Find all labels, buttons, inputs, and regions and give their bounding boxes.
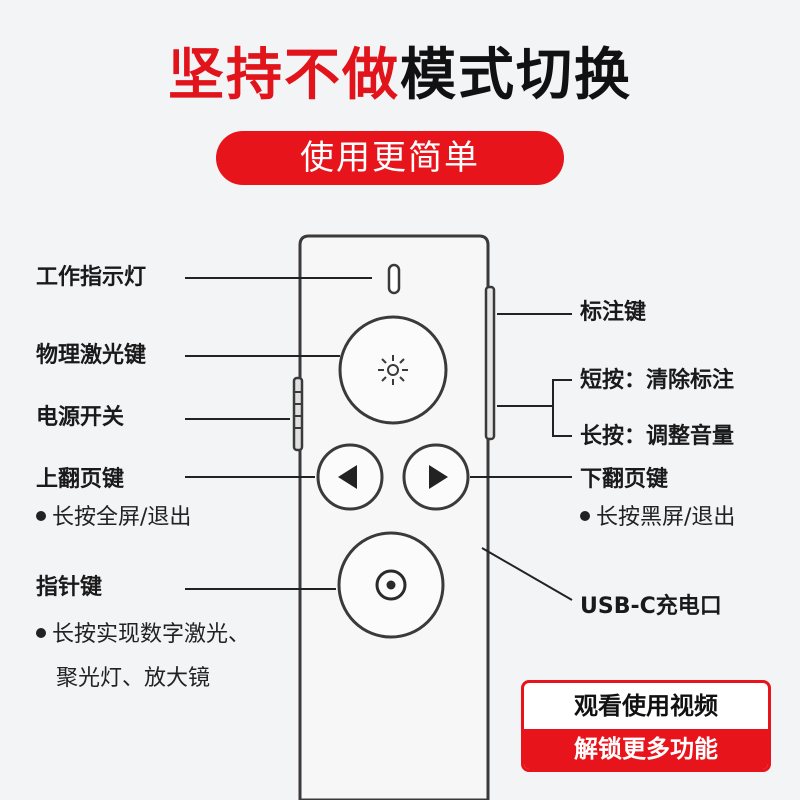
cta-unlock-features[interactable]: 解锁更多功能 <box>524 729 768 769</box>
triangle-left-icon <box>338 465 357 489</box>
label-page-up: 上翻页键 <box>36 467 125 492</box>
triangle-right-icon <box>429 465 448 489</box>
label-power-switch: 电源开关 <box>36 405 125 430</box>
note-page-down: 长按黑屏/退出 <box>580 505 735 531</box>
laser-button <box>338 315 448 425</box>
watch-video-cta[interactable]: 观看使用视频 解锁更多功能 <box>521 680 771 772</box>
indicator-light <box>387 263 401 295</box>
cta-watch-video[interactable]: 观看使用视频 <box>574 692 718 720</box>
label-annotation-key: 标注键 <box>580 300 647 325</box>
label-indicator-light: 工作指示灯 <box>36 265 147 290</box>
label-short-press: 短按：清除标注 <box>580 368 735 393</box>
note-pointer-line1: 长按实现数字激光、 <box>36 622 250 648</box>
target-dot-icon <box>375 569 407 601</box>
label-pointer-key: 指针键 <box>36 575 103 600</box>
sun-icon <box>378 355 408 385</box>
subheadline-pill: 使用更简单 <box>216 131 564 185</box>
note-pointer-line2: 聚光灯、放大镜 <box>56 666 211 691</box>
label-page-down: 下翻页键 <box>580 467 669 492</box>
leader-lines <box>185 277 573 601</box>
annotation-side-key <box>484 285 496 441</box>
headline-red-part: 坚持不做 <box>168 43 400 108</box>
label-long-press: 长按：调整音量 <box>580 424 735 449</box>
note-page-up: 长按全屏/退出 <box>36 505 191 531</box>
headline-black-part: 模式切换 <box>400 43 632 108</box>
headline: 坚持不做模式切换 <box>0 40 800 112</box>
label-usb-port: USB-C充电口 <box>580 594 722 619</box>
power-switch-slider <box>292 376 304 452</box>
label-laser-key: 物理激光键 <box>36 343 147 368</box>
